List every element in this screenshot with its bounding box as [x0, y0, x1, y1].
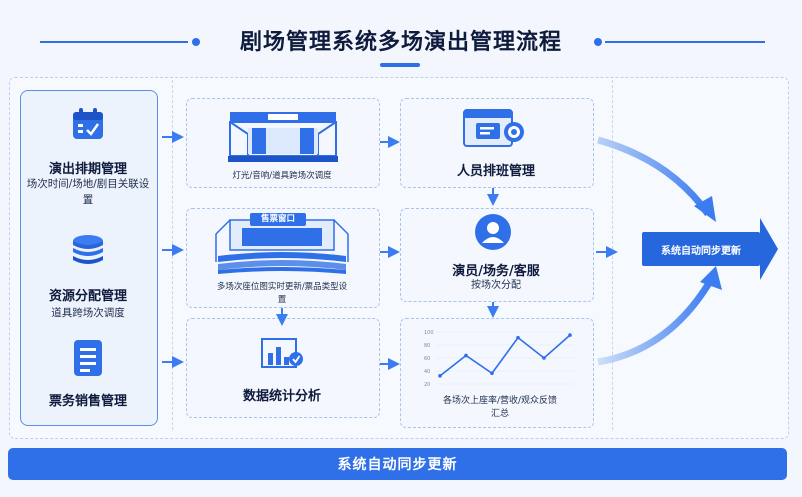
line-chart-icon: 100 80 60 40 20: [424, 330, 574, 388]
staff-title: 人员排班管理: [456, 164, 535, 179]
trend-point: [516, 335, 520, 340]
page-title: 剧场管理系统多场演出管理流程: [239, 30, 562, 55]
title-line-right: [605, 41, 765, 43]
analytics-title: 数据统计分析: [242, 389, 321, 404]
header: 剧场管理系统多场演出管理流程: [0, 0, 802, 72]
user-icon: [475, 214, 511, 250]
y-tick-label: 100: [424, 330, 434, 336]
title-line-left: [40, 41, 188, 43]
flow-arrows: [162, 131, 618, 370]
calendar-icon: [73, 108, 103, 139]
stage-card-label: 灯光/音响/道具跨场次调度: [232, 171, 332, 181]
ticketing-title: 票务销售管理: [48, 394, 127, 409]
trend-point: [490, 371, 494, 376]
bar-chart-icon: [261, 338, 303, 368]
title-dot-right: [594, 38, 602, 46]
y-tick-label: 20: [424, 382, 430, 388]
resource-title: 资源分配管理: [48, 289, 127, 304]
trend-card-label: 各场次上座率/营收/观众反馈汇总: [442, 396, 558, 419]
seating-card-label: 多场次座位图实时更新/票品类型设置: [216, 282, 348, 305]
trend-point: [438, 374, 442, 378]
stage-icon: [228, 112, 338, 162]
title-dot-left: [192, 38, 200, 46]
ticket-window-sign: 售票窗口: [250, 213, 306, 226]
roles-subtitle: 按场次分配: [471, 280, 521, 291]
title-underline: [380, 63, 420, 67]
browser-id-icon: [463, 109, 524, 147]
auto-sync-arrow: 系统自动同步更新: [642, 232, 760, 266]
document-icon: [74, 340, 102, 376]
trend-series-line: [439, 334, 571, 377]
y-tick-label: 40: [424, 369, 430, 375]
trend-point: [568, 333, 572, 337]
trend-point: [464, 353, 468, 358]
schedule-subtitle: 场次时间/场地/剧目关联设置: [26, 178, 150, 206]
y-tick-label: 60: [424, 356, 430, 362]
trend-point: [542, 356, 546, 360]
resource-subtitle: 道具跨场次调度: [51, 307, 125, 319]
roles-title: 演员/场务/客服: [452, 264, 540, 279]
trend-card: [400, 318, 594, 428]
schedule-title: 演出排期管理: [48, 162, 127, 177]
layers-icon: [73, 235, 103, 264]
auto-sync-bar: 系统自动同步更新: [8, 448, 787, 480]
y-tick-label: 80: [424, 343, 430, 349]
